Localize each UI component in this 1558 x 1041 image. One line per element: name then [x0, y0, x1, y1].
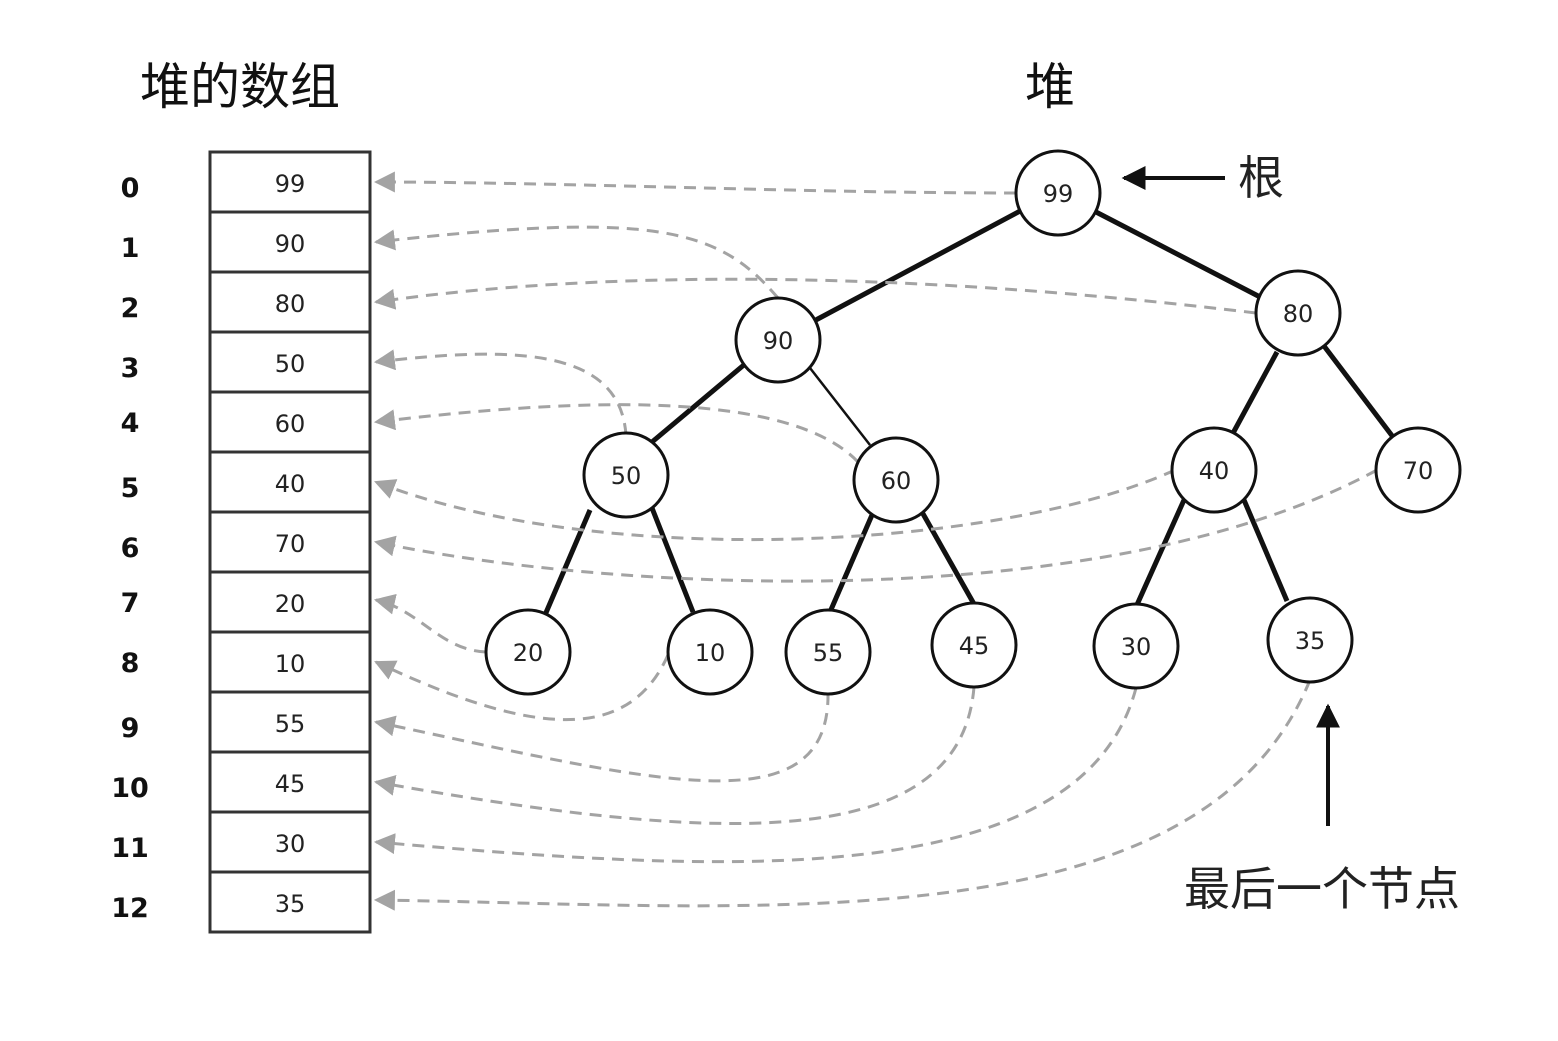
tree-node	[1170, 426, 1258, 514]
array-cell-value: 80	[275, 290, 306, 318]
tree-node-value: 35	[1295, 627, 1326, 655]
index-label: 2	[121, 293, 140, 324]
mapping-arrow	[373, 277, 1257, 315]
root-label: 根	[1238, 151, 1284, 205]
heap-title: 堆	[1025, 58, 1075, 116]
array-title: 堆的数组	[140, 58, 340, 116]
mapping-arrow	[373, 686, 976, 825]
mapping-arrow	[373, 593, 487, 654]
tree-edge	[827, 514, 875, 613]
array-cell	[208, 570, 372, 634]
tree-edge	[650, 362, 747, 444]
mapping-arrow	[373, 349, 628, 436]
tree-node-value: 40	[1199, 457, 1230, 485]
mapping-arrow	[373, 692, 830, 783]
tree-edges	[542, 207, 1395, 616]
tree-node-value: 99	[1043, 180, 1074, 208]
tree-edge	[809, 367, 871, 446]
tree-node-value: 55	[813, 639, 844, 667]
index-label: 6	[121, 533, 140, 564]
mapping-arrow	[374, 654, 670, 722]
tree-node	[1092, 602, 1180, 690]
tree-node	[784, 608, 872, 696]
tree-node	[582, 431, 670, 519]
tree-nodes: 99 90 80 50 60 40 70 20 10 55 45 30 35	[484, 149, 1462, 696]
array-cell	[208, 690, 372, 754]
index-label: 9	[121, 713, 140, 744]
tree-node	[1014, 149, 1102, 237]
tree-node-value: 30	[1121, 633, 1152, 661]
tree-node	[734, 296, 822, 384]
array-cell	[208, 750, 372, 814]
array-cell-value: 70	[275, 530, 306, 558]
array-cell	[208, 810, 372, 874]
tree-node-value: 50	[611, 462, 642, 490]
tree-edge	[1094, 209, 1264, 301]
tree-node	[852, 436, 940, 524]
array-cell-value: 35	[275, 890, 306, 918]
index-label: 12	[111, 893, 149, 924]
mapping-arrow	[373, 687, 1138, 864]
tree-node	[930, 601, 1018, 689]
array-cell-value: 40	[275, 470, 306, 498]
index-label: 10	[111, 773, 149, 804]
array-cell	[208, 450, 372, 514]
tree-edge	[1133, 498, 1187, 609]
index-label: 11	[111, 833, 149, 864]
index-label: 3	[121, 353, 140, 384]
tree-edge	[649, 507, 696, 613]
mapping-arrow	[373, 468, 1378, 583]
tree-node-value: 60	[881, 467, 912, 495]
array-cell	[208, 150, 372, 214]
tree-edge	[919, 510, 977, 606]
array-cell-value: 10	[275, 650, 306, 678]
tree-edge	[542, 509, 593, 616]
tree-node-value: 70	[1403, 457, 1434, 485]
index-label: 8	[121, 648, 140, 679]
array-cells: 99 90 80 50 60 40 70 20 10 55 45 30 35	[208, 150, 372, 934]
tree-node-value: 45	[959, 632, 990, 660]
mapping-arrow	[373, 403, 860, 464]
index-label: 1	[121, 233, 140, 264]
last-node-label: 最后一个节点	[1184, 862, 1460, 916]
array-cell-value: 60	[275, 410, 306, 438]
array-cell-value: 50	[275, 350, 306, 378]
tree-edge	[1229, 350, 1280, 437]
index-column: 0 1 2 3 4 5 6 7 8 9 10 11 12	[111, 173, 149, 924]
mapping-arrow	[373, 679, 1312, 911]
tree-node	[1374, 426, 1462, 514]
tree-node-value: 10	[695, 639, 726, 667]
index-label: 5	[121, 473, 140, 504]
array-cell-value: 90	[275, 230, 306, 258]
index-label: 0	[121, 173, 140, 204]
tree-node-value: 80	[1283, 300, 1314, 328]
index-label: 7	[121, 588, 140, 619]
tree-edge	[812, 207, 1024, 324]
tree-edge	[1322, 344, 1395, 439]
mapping-arrow	[373, 171, 1017, 195]
tree-node	[1266, 596, 1354, 684]
array-cell-value: 20	[275, 590, 306, 618]
tree-node	[484, 608, 572, 696]
array-cell-value: 45	[275, 770, 306, 798]
tree-node-value: 20	[513, 639, 544, 667]
array-cell-value: 55	[275, 710, 306, 738]
array-cell-value: 30	[275, 830, 306, 858]
tree-node	[666, 608, 754, 696]
mapping-arrow	[373, 225, 780, 299]
tree-edge	[1241, 499, 1290, 602]
tree-node	[1254, 269, 1342, 357]
array-cell	[208, 870, 372, 934]
mapping-arrow	[374, 468, 1176, 542]
array-cell	[208, 330, 372, 394]
index-label: 4	[121, 408, 140, 439]
array-cell-value: 99	[275, 170, 306, 198]
tree-node-value: 90	[763, 327, 794, 355]
mapping-arrows	[373, 171, 1378, 911]
